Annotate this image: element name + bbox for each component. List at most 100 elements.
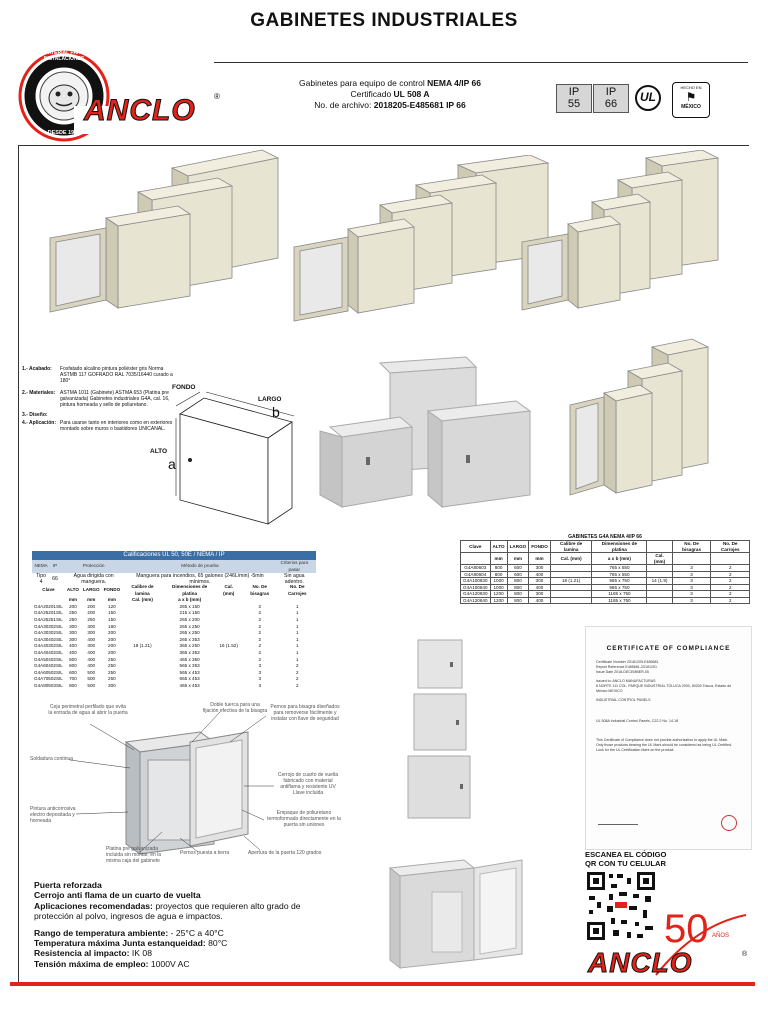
diagram-fondo: FONDO bbox=[172, 384, 196, 391]
table2-header: Calibre de lamina bbox=[549, 540, 593, 553]
table2-header bbox=[646, 540, 673, 553]
table-cell: 250 bbox=[108, 656, 116, 662]
table-cell bbox=[122, 663, 163, 670]
table-cell: G4A100840 bbox=[460, 583, 491, 591]
cert-number: Certificate Number 20181205-E485681 bbox=[596, 660, 659, 664]
table-cell: G4A20201SIL bbox=[34, 603, 63, 609]
table-cell: 265 x 250 bbox=[179, 623, 200, 629]
logo-ring-bottom: DESDE 1970 bbox=[47, 130, 81, 136]
fifty-years-logo: 50 AÑOS ANCLO ® bbox=[586, 905, 756, 985]
diagram-b: b bbox=[272, 404, 280, 420]
table-cell: 200 bbox=[108, 636, 116, 642]
cert-ul-mark-icon bbox=[721, 815, 737, 831]
feature-junta-label: Temperatura máxima Junta estanqueidad: bbox=[34, 938, 206, 949]
table-cell: 2 bbox=[710, 570, 750, 578]
ul-text: UL bbox=[640, 90, 656, 104]
feature-diagram: Ceja perimetral perfilado que evita la e… bbox=[30, 702, 342, 864]
table-cell bbox=[217, 657, 241, 664]
table-cell: 3 bbox=[671, 590, 712, 598]
table-cell bbox=[646, 596, 673, 604]
feature-aplicaciones-text: proyectos que requieren alto grado de pr… bbox=[34, 900, 301, 922]
table-cell: 1 bbox=[296, 623, 299, 629]
table1-header: No. De Carrojes bbox=[287, 584, 307, 596]
table-cell: G4A60402SIL bbox=[34, 663, 63, 669]
table2-unit: mm bbox=[528, 552, 551, 565]
table1-header: FONDO bbox=[103, 587, 121, 593]
qr-code[interactable] bbox=[585, 870, 657, 942]
table-cell: G4A50402SIL bbox=[34, 656, 63, 662]
table-cell bbox=[122, 676, 163, 683]
table-cell: 3 bbox=[671, 564, 712, 572]
table-cell: 3 bbox=[671, 577, 712, 585]
callout-apertura: Apertura de la puerta 120 grados bbox=[248, 850, 322, 856]
table-cell: 300 bbox=[69, 636, 77, 642]
table-cell bbox=[122, 650, 163, 657]
spec-text: Fosfatado alcalino pintura poliéster gri… bbox=[60, 366, 173, 384]
table-cell: 3 bbox=[258, 676, 261, 682]
callout-ceja: Ceja perimetral perfilado que evita la e… bbox=[48, 704, 128, 716]
anclo-logo: MATERIAL PARA INSTALACIONES DESDE 1970 A… bbox=[14, 44, 224, 144]
table-cell: 1200 bbox=[489, 590, 508, 598]
cert-date: Issue Date 2018-DECEMBER-05 bbox=[596, 670, 649, 674]
table-cell: 700 bbox=[69, 676, 77, 682]
table-cell: 2 bbox=[258, 630, 261, 636]
table-cell: 2 bbox=[296, 676, 299, 682]
anniv-brand: ANCLO bbox=[588, 947, 693, 979]
spec-label: 3.- Diseño: bbox=[22, 412, 48, 418]
callout-pernos-bisagra: Pernos para bisagra diseñados para remov… bbox=[270, 704, 340, 722]
table1-unit bbox=[279, 597, 316, 604]
table-cell: 250 bbox=[108, 676, 116, 682]
qr-line1: ESCANEA EL CÓDIGO bbox=[585, 850, 667, 859]
table-cell: 400 bbox=[87, 636, 96, 642]
table-cell: 3 bbox=[671, 583, 712, 591]
table-cell: 500 bbox=[87, 682, 96, 688]
table-cell bbox=[217, 663, 241, 670]
table1-sub-cell: Tipo 4 bbox=[36, 573, 47, 586]
table1-sub-header: IP bbox=[52, 563, 58, 569]
table-cell: 250 bbox=[108, 663, 116, 669]
diagram-a: a bbox=[168, 456, 176, 472]
hecho-text: HECHO EN bbox=[680, 85, 702, 90]
table-cell: 1 bbox=[296, 636, 299, 642]
callout-empaque: Empaque de poliuretano termoformado dire… bbox=[267, 810, 341, 828]
table1-header: ALTO bbox=[66, 587, 79, 593]
table2-header: LARGO bbox=[506, 540, 530, 553]
hecho-en-mexico-badge: HECHO EN ⚑ MÉXICO bbox=[672, 82, 710, 118]
header-line1-a: Gabinetes para equipo de control bbox=[299, 78, 428, 88]
callout-doble-tuerca: Doble tuerca para una fijación efectiva … bbox=[202, 702, 268, 714]
table-cell: 1000 bbox=[489, 577, 508, 585]
spec-item: 3.- Diseño: bbox=[22, 412, 182, 418]
table1-sub-header: Criterios para pasar bbox=[280, 560, 309, 572]
table-cell: 300 bbox=[87, 643, 96, 649]
ip55-badge: IP 55 bbox=[556, 84, 592, 113]
table2-header: ALTO bbox=[489, 540, 508, 553]
header-line3-a: No. de archivo: bbox=[314, 100, 374, 110]
page-title: GABINETES INDUSTRIALES bbox=[250, 10, 518, 31]
table-cell: 1200 bbox=[489, 596, 508, 604]
callout-cerrojo: Cerrojo de cuarto de vuelta fabricado co… bbox=[277, 772, 339, 796]
table-cell: 400 bbox=[87, 649, 96, 655]
feature-impacto-label: Resistencia al impacto: bbox=[34, 948, 130, 959]
table-cell bbox=[646, 590, 673, 598]
anniv-number: 50 bbox=[664, 907, 709, 951]
table-cell: 3 bbox=[258, 669, 261, 675]
header-line1-b: NEMA 4/IP 66 bbox=[427, 78, 481, 88]
table-cell: 3 bbox=[671, 570, 712, 578]
table-cell bbox=[122, 637, 163, 644]
table-cell: G4A80503SIL bbox=[34, 682, 63, 688]
table-cell: G4A40302SIL bbox=[34, 643, 63, 649]
ip66-bottom: 66 bbox=[604, 98, 618, 110]
table-cell: 2 bbox=[296, 663, 299, 669]
feature-cerrojo: Cerrojo anti flama de un cuarto de vuelt… bbox=[34, 890, 201, 901]
feature-temp-value: - 25°C a 40°C bbox=[168, 927, 224, 938]
table-cell: 800 bbox=[489, 564, 508, 572]
table-cell: 1 bbox=[296, 603, 299, 609]
stacked-cabinets-photo bbox=[400, 632, 480, 822]
table-cell: 300 bbox=[87, 623, 96, 629]
table-cell: 2 bbox=[258, 636, 261, 642]
table-cell: 1 bbox=[296, 616, 299, 622]
